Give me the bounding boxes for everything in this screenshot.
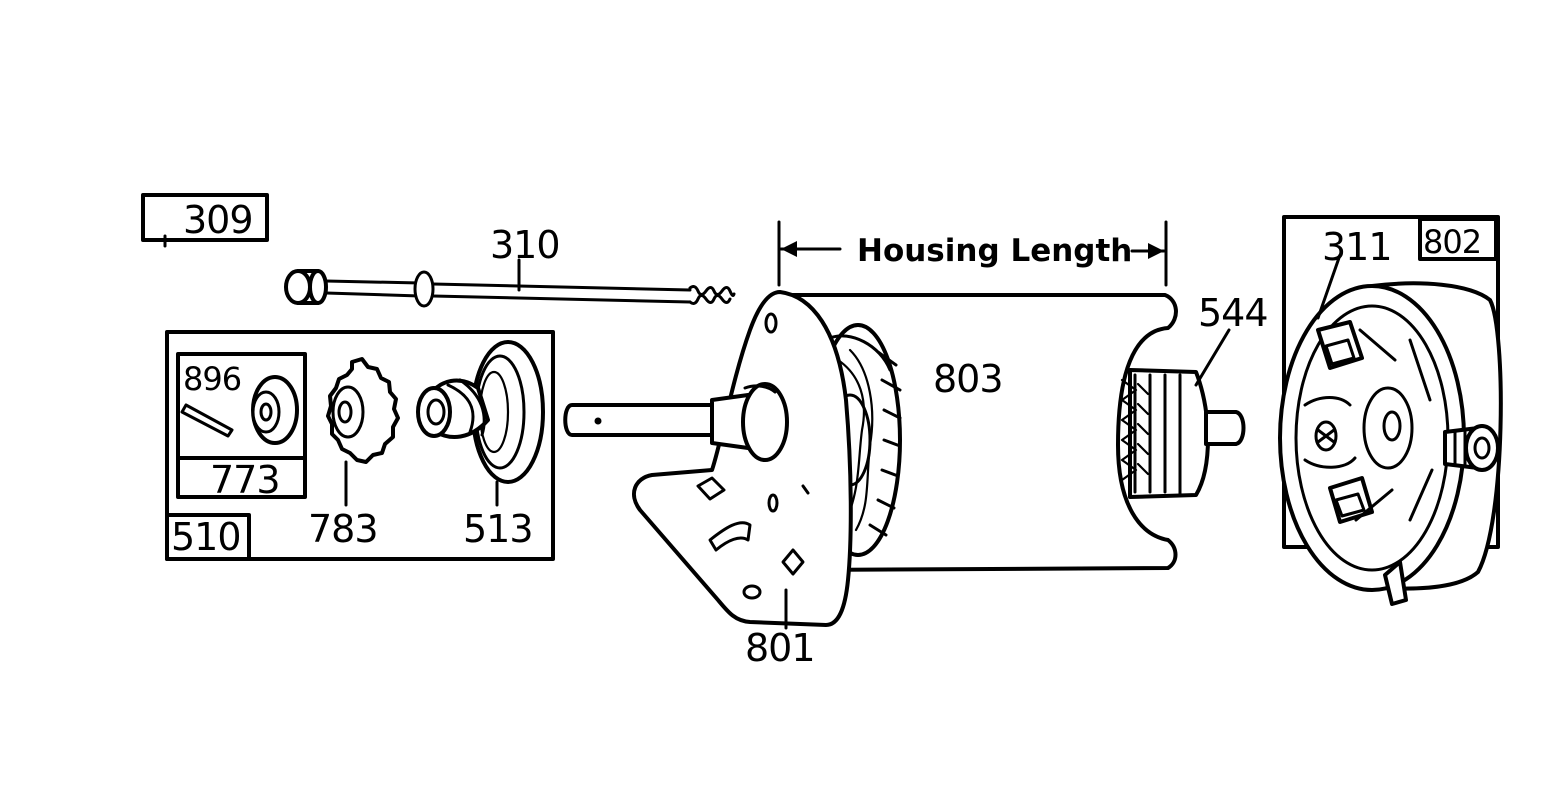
part-544-label: 544 — [1198, 291, 1268, 335]
part-803-label: 803 — [933, 357, 1003, 401]
part-311-label: 311 — [1322, 225, 1392, 269]
commutator-544: 544 — [1120, 291, 1269, 499]
end-cap-802: 802 311 — [1278, 215, 1503, 606]
part-310-label: 310 — [490, 223, 560, 267]
housing-length-label: Housing Length — [857, 233, 1132, 269]
motor-housing-803: 803 — [788, 293, 1178, 572]
part-801-label: 801 — [745, 626, 815, 670]
thru-bolt-310: 310 — [284, 223, 736, 308]
part-802-label: 802 — [1423, 223, 1481, 261]
drive-kit-510: 510 896 773 783 — [165, 330, 555, 561]
nut-773 — [251, 375, 299, 445]
part-309-callout: 309 — [141, 193, 269, 248]
part-513-label: 513 — [463, 507, 533, 551]
part-309-label: 309 — [183, 198, 253, 242]
housing-length-dimension: Housing Length — [777, 220, 1168, 287]
pinion-gear-783: 783 — [308, 357, 400, 551]
pin-896 — [180, 403, 234, 438]
part-896-label: 896 — [183, 360, 241, 398]
drive-end-cap-801: 801 — [563, 290, 853, 670]
part-773-label: 773 — [210, 458, 280, 502]
part-783-label: 783 — [308, 507, 378, 551]
clutch-513: 513 — [416, 340, 545, 551]
part-510-label: 510 — [171, 515, 241, 559]
